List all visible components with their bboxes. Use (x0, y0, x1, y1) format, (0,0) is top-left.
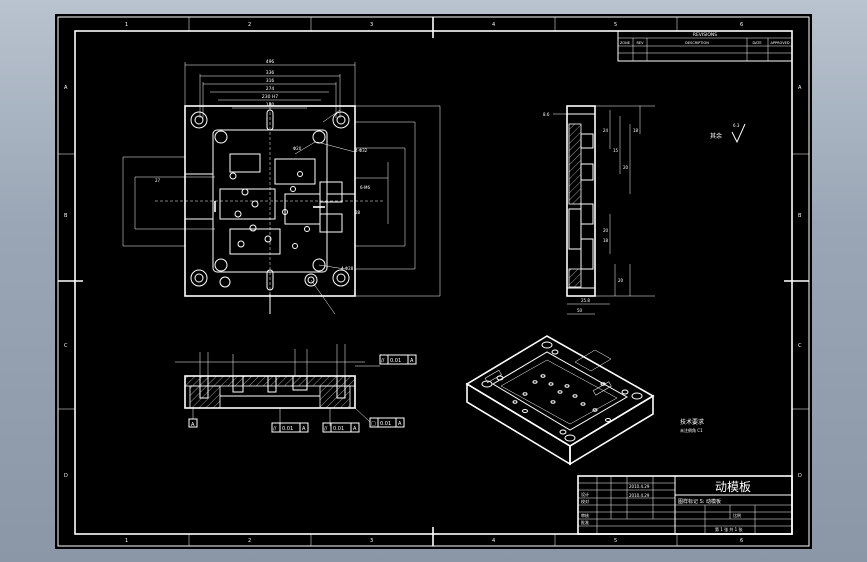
datum-label: A (191, 422, 195, 428)
svg-text://: // (381, 358, 385, 364)
callout: 27 (155, 178, 161, 183)
surface-finish-note: 其余 6.3 (710, 123, 746, 144)
drawing-border: 1 2 3 4 5 6 1 2 3 4 5 6 A B C D A B C D (57, 16, 810, 547)
zone-label-bottom: 6 (740, 538, 743, 544)
revision-table: REVISIONS ZONE REV DESCRIPTION DATE APPR… (617, 30, 793, 62)
zone-label-top: 1 (125, 22, 128, 28)
svg-text:0.01: 0.01 (282, 426, 293, 432)
side-dim: 24 (603, 128, 609, 133)
side-dim: 50 (577, 308, 583, 313)
dim-label: 336 (266, 70, 275, 76)
side-view: 8.6 24 15 20 18 20 18 20 25.8 50 (543, 105, 655, 315)
zone-label-left: D (64, 473, 68, 479)
tolerance-frame: // 0.01 A (379, 354, 417, 365)
zone-label-top: 6 (740, 22, 743, 28)
zone-label-top: 5 (614, 22, 617, 28)
datum-box (188, 418, 198, 428)
side-dim: 20 (623, 165, 629, 170)
section-view: A (175, 344, 380, 428)
zone-label-right: C (798, 343, 802, 349)
roughness-value: 6.3 (733, 123, 740, 128)
side-dim: 25.8 (581, 298, 590, 303)
plan-view: 496 336 316 274 230 H7 180 (122, 59, 441, 315)
tb-role: 校对 (581, 498, 589, 504)
svg-text:A: A (410, 358, 414, 364)
zone-label-top: 4 (492, 22, 495, 28)
svg-text:□: □ (371, 421, 376, 427)
revision-title: REVISIONS (693, 32, 717, 38)
side-dim: 20 (618, 278, 624, 283)
zone-label-left: C (64, 343, 68, 349)
svg-text:0.01: 0.01 (390, 358, 401, 364)
zone-label-right: D (798, 473, 802, 479)
svg-text:0.01: 0.01 (333, 426, 344, 432)
revision-col: DATE (752, 41, 761, 45)
title-block: 动模板 图样标记 S: 动模板 比例 第 1 张 共 1 张 设计 2010.4… (577, 475, 793, 535)
tech-title: 技术要求 (680, 418, 704, 426)
dim-label: 274 (266, 86, 275, 92)
svg-text:A: A (353, 426, 357, 432)
dim-label: 230 H7 (262, 94, 278, 100)
zone-label-bottom: 1 (125, 538, 128, 544)
svg-text://: // (324, 426, 328, 432)
zone-label-bottom: 2 (248, 538, 251, 544)
tolerance-frame: // 0.01 A (271, 422, 309, 433)
tolerance-frames: // 0.01 A // 0.01 A // 0.01 A □ 0.01 A (271, 354, 417, 433)
svg-text://: // (273, 426, 277, 432)
zone-label-bottom: 5 (614, 538, 617, 544)
side-dim: 18 (603, 238, 609, 243)
side-dim: 18 (633, 128, 639, 133)
tb-role: 审核 (581, 512, 589, 518)
tech-line: 未注倒角 C1 (680, 427, 703, 433)
roughness-icon (731, 123, 746, 144)
zone-label-left: A (64, 85, 68, 91)
tb-date: 2010.4.29 (629, 484, 650, 489)
material-line: 图样标记 S: 动模板 (678, 498, 721, 505)
tolerance-frame: // 0.01 A (322, 422, 360, 433)
callout: Φ20 (293, 146, 302, 151)
side-dim: 20 (603, 228, 609, 233)
zone-label-bottom: 3 (370, 538, 373, 544)
zone-label-right: A (798, 85, 802, 91)
callout: 4-Φ28 (341, 266, 354, 271)
sheet-count: 第 1 张 共 1 张 (715, 526, 742, 532)
svg-text:A: A (398, 421, 402, 427)
dim-label: 496 (266, 59, 275, 65)
revision-col: REV (636, 41, 644, 45)
part-name: 动模板 (715, 480, 751, 494)
zone-label-left: B (64, 213, 68, 219)
revision-col: APPROVED (770, 41, 789, 45)
tb-role: 设计 (581, 491, 589, 497)
zone-label-bottom: 4 (492, 538, 495, 544)
dim-label: 316 (266, 78, 275, 84)
tolerance-frame: □ 0.01 A (369, 417, 405, 428)
drawing-sheet: 1 2 3 4 5 6 1 2 3 4 5 6 A B C D A B C D (55, 14, 812, 549)
surface-label: 其余 (710, 132, 722, 140)
callout: 6-M6 (360, 185, 370, 190)
scale-label: 比例 (733, 512, 741, 518)
revision-col: ZONE (620, 41, 630, 45)
revision-col: DESCRIPTION (685, 41, 709, 45)
side-dim: 8.6 (543, 112, 550, 117)
tb-date: 2010.4.29 (629, 493, 650, 498)
side-dim: 15 (613, 148, 619, 153)
technical-notes: 技术要求 未注倒角 C1 (680, 418, 704, 433)
svg-text:A: A (302, 426, 306, 432)
callout: 4-Φ32 (355, 148, 368, 153)
tb-role: 批准 (581, 519, 589, 525)
zone-label-top: 3 (370, 22, 373, 28)
callout: 38 (355, 210, 361, 215)
isometric-view (465, 335, 655, 466)
zone-label-top: 2 (248, 22, 251, 28)
zone-label-right: B (798, 213, 802, 219)
svg-text:0.01: 0.01 (380, 421, 391, 427)
